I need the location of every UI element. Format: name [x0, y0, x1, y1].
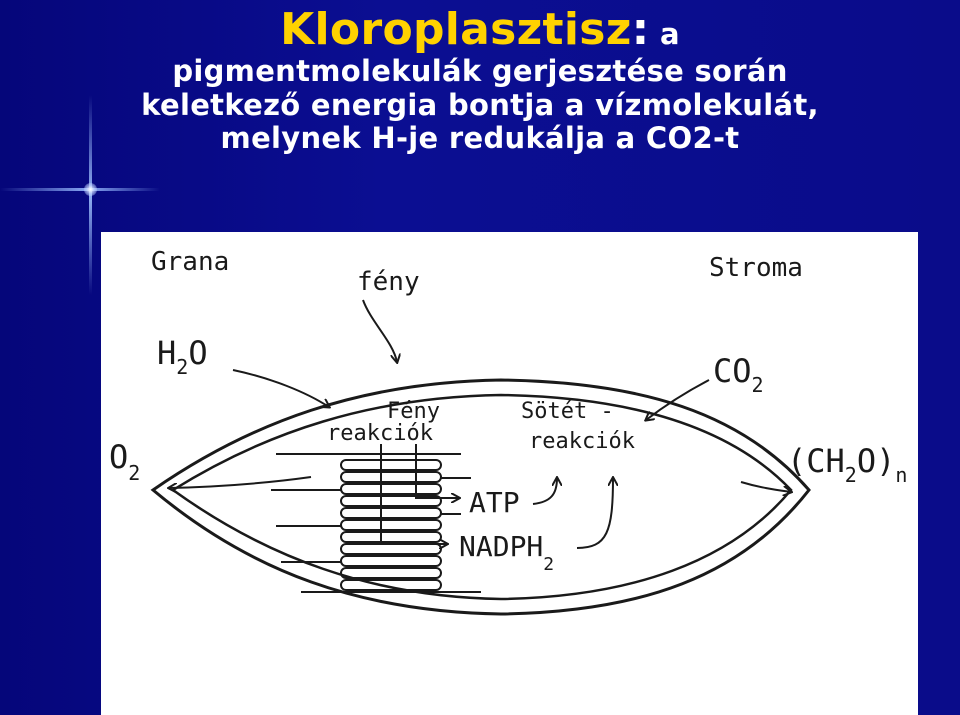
subtitle-line-3: melynek H-je redukálja a CO2-t: [220, 121, 740, 156]
ch2o-sub: 2: [845, 463, 857, 487]
slide-title-block: Kloroplasztisz: a pigmentmolekulák gerje…: [0, 4, 960, 156]
label-ch2on: (CH2O)n: [787, 442, 907, 487]
subtitle-line-1: pigmentmolekulák gerjesztése során: [172, 54, 788, 89]
atp-arrow: [415, 444, 459, 498]
ch2o-n: n: [895, 463, 907, 487]
lens-flare-horizontal: [0, 188, 160, 191]
o2-sub: 2: [128, 461, 140, 485]
slide-title: Kloroplasztisz: [280, 4, 632, 55]
light-arrow: [362, 299, 397, 362]
label-co2: CO2: [713, 352, 764, 397]
co2-arrow: [646, 379, 710, 420]
atp-to-dark-arrow: [532, 478, 557, 505]
outer-membrane: [150, 378, 811, 616]
label-h2o: H2O: [157, 334, 208, 379]
label-o2: O2: [109, 438, 140, 485]
lens-flare-center: [84, 183, 97, 196]
label-light: fény: [357, 267, 420, 297]
ch2o-close: O): [857, 442, 896, 480]
co2-sub: 2: [752, 373, 764, 397]
label-dark-reactions-2: reakciók: [529, 429, 635, 454]
h2o-arrow: [232, 369, 329, 407]
h2o-o: O: [188, 334, 207, 372]
chloroplast-drawing: Grana Stroma fény H2O CO2 O2 Fény reakci…: [109, 247, 907, 616]
title-rest: a: [649, 17, 680, 51]
ch2o-open: (CH: [787, 442, 845, 480]
label-dark-reactions-1: Sötét -: [521, 399, 614, 424]
o2-o: O: [109, 438, 128, 476]
h2o-h: H: [157, 334, 176, 372]
nadph-arrow: [380, 444, 447, 544]
co2-co: CO: [713, 352, 752, 390]
o2-arrow: [169, 476, 312, 488]
nadph-sub: 2: [543, 554, 554, 575]
title-line: Kloroplasztisz: a: [0, 4, 960, 55]
nadph-text: NADPH: [459, 530, 543, 563]
grana-stack: [271, 453, 481, 593]
nadph-to-dark-arrow: [576, 478, 613, 549]
label-light-reactions-1: Fény: [387, 399, 440, 424]
label-nadph2: NADPH2: [459, 530, 554, 575]
subtitle-line-2: keletkező energia bontja a vízmolekulát,: [141, 87, 819, 122]
label-grana: Grana: [151, 247, 229, 277]
label-atp: ATP: [469, 486, 520, 519]
label-light-reactions-2: reakciók: [327, 421, 433, 446]
chloroplast-diagram: Grana Stroma fény H2O CO2 O2 Fény reakci…: [101, 232, 918, 715]
ch2o-arrow: [740, 481, 791, 492]
h2o-sub: 2: [176, 355, 188, 379]
label-stroma: Stroma: [709, 253, 803, 283]
title-colon: :: [631, 4, 650, 55]
